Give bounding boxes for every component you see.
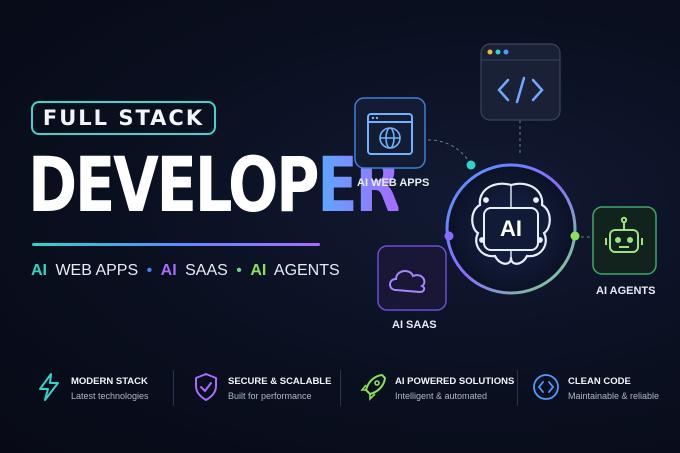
feature-divider — [173, 370, 174, 406]
feature-subtitle: Built for performance — [228, 391, 312, 401]
node-label-agents: AI AGENTS — [596, 285, 656, 297]
service-label: AGENTS — [273, 262, 340, 279]
service-label: SAAS — [185, 262, 228, 279]
feature-subtitle: Latest technologies — [71, 391, 149, 401]
node-label-saas: AI SAAS — [392, 319, 437, 331]
service-label: WEB APPS — [55, 262, 139, 279]
badge-label: FULL STACK — [42, 106, 205, 130]
shield-check-icon — [195, 373, 217, 401]
full-stack-badge: FULL STACK — [31, 101, 216, 135]
agents-card — [592, 206, 657, 275]
saas-card — [377, 245, 447, 311]
service-ai-prefix: AI — [160, 262, 177, 279]
feature-title: MODERN STACK — [71, 376, 148, 387]
feature-subtitle: Maintainable & reliable — [568, 391, 660, 401]
feature-divider — [517, 370, 518, 406]
ai-chip: AI — [483, 207, 539, 251]
gradient-divider — [32, 243, 320, 246]
services-line: AI WEB APPS • AI SAAS • AI AGENTS — [31, 262, 344, 280]
feature-bar: MODERN STACK Latest technologies SECURE … — [0, 362, 680, 418]
globe-icon — [379, 127, 401, 149]
service-ai-prefix: AI — [31, 262, 47, 279]
cloud-icon — [389, 270, 426, 294]
lightning-icon — [39, 373, 59, 401]
service-separator: • — [146, 262, 153, 279]
code-icon — [497, 76, 544, 104]
robot-icon — [605, 216, 643, 253]
ai-hub-label: AI — [500, 216, 522, 241]
feature-title: SECURE & SCALABLE — [228, 376, 332, 387]
title-main: DEVELOP — [28, 140, 320, 229]
rocket-icon — [360, 374, 386, 401]
service-separator: • — [236, 262, 242, 279]
ring-dot — [570, 231, 580, 241]
code-window-card — [480, 43, 561, 121]
ring-dot — [444, 231, 454, 241]
code-icon — [533, 374, 559, 400]
feature-subtitle: Intelligent & automated — [395, 391, 488, 401]
service-ai-prefix: AI — [250, 262, 267, 279]
feature-title: AI POWERED SOLUTIONS — [395, 376, 515, 387]
connector-line — [427, 139, 471, 164]
web-apps-card — [354, 97, 426, 169]
feature-title: CLEAN CODE — [568, 376, 631, 387]
feature-divider — [340, 370, 341, 406]
node-label-web-apps: AI WEB APPS — [357, 177, 430, 189]
ring-dot — [466, 160, 476, 170]
